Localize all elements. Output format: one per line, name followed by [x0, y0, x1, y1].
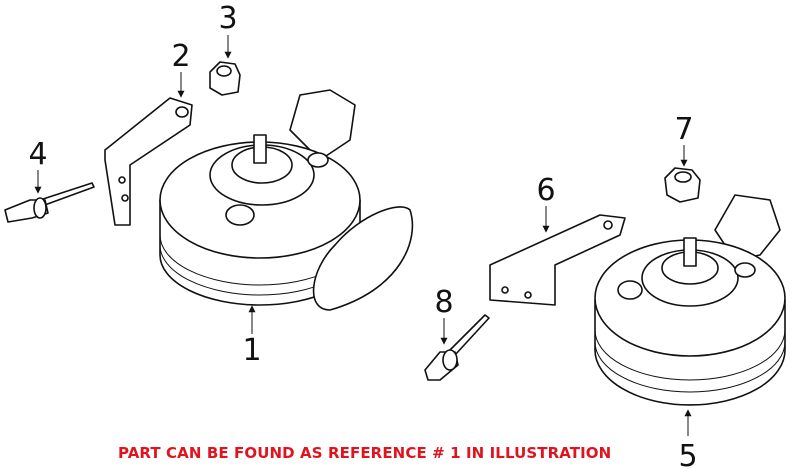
horn-5 — [594, 194, 786, 406]
callout-7: 7 — [674, 112, 693, 147]
callout-6: 6 — [536, 173, 555, 208]
callout-arrows — [34, 35, 692, 436]
bracket-2 — [104, 97, 193, 226]
reference-note: PART CAN BE FOUND AS REFERENCE # 1 IN IL… — [118, 444, 612, 462]
rivet-4 — [4, 182, 95, 223]
callout-2: 2 — [171, 39, 190, 74]
horn-1 — [159, 89, 414, 311]
callout-3: 3 — [218, 1, 237, 36]
nut-7 — [664, 167, 701, 203]
callout-4: 4 — [28, 137, 47, 172]
rivet-8 — [424, 314, 490, 381]
callout-1: 1 — [242, 333, 261, 368]
bracket-6 — [489, 214, 626, 306]
nut-3 — [209, 61, 241, 96]
callout-5: 5 — [678, 439, 697, 469]
callout-8: 8 — [434, 285, 453, 320]
